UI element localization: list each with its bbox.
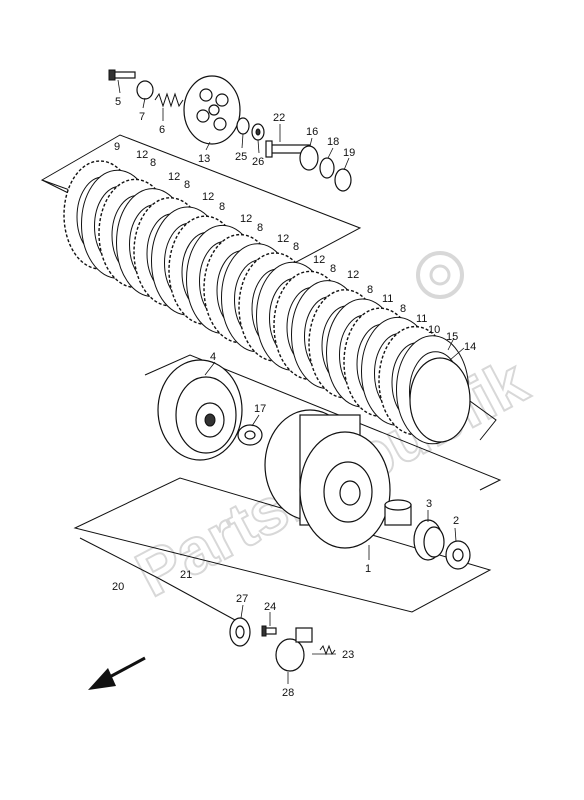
nut-16 — [299, 145, 319, 171]
label-8-g: 8 — [367, 284, 373, 296]
washer-25 — [236, 117, 250, 135]
spacer-3 — [384, 499, 412, 526]
spring-6 — [154, 92, 184, 108]
washer-18 — [319, 157, 335, 179]
pressure-plate-13 — [183, 75, 241, 145]
basket-group-outline — [73, 477, 492, 613]
label-9: 9 — [114, 141, 120, 153]
label-3: 3 — [426, 498, 432, 510]
plate-stack — [63, 160, 469, 445]
oil-seal-27 — [229, 617, 251, 647]
label-4: 4 — [210, 351, 216, 363]
label-2: 2 — [453, 515, 459, 527]
front-arrow-icon — [88, 656, 146, 690]
label-20: 20 — [112, 581, 124, 593]
label-8-h: 8 — [400, 303, 406, 315]
label-16: 16 — [306, 126, 318, 138]
label-12-b: 12 — [168, 171, 180, 183]
clutch-basket-1 — [264, 409, 391, 549]
wire-ring-14 — [409, 357, 471, 443]
pushrod-20 — [79, 537, 159, 579]
label-11-b: 11 — [416, 313, 427, 325]
label-8-b: 8 — [184, 179, 190, 191]
label-10: 10 — [428, 324, 440, 336]
label-6: 6 — [159, 124, 165, 136]
label-24: 24 — [264, 601, 276, 613]
label-8-f: 8 — [330, 263, 336, 275]
label-12-f: 12 — [313, 254, 325, 266]
watermark-gear-icon — [416, 251, 464, 299]
washer-2 — [445, 540, 471, 570]
label-26: 26 — [252, 156, 264, 168]
label-17: 17 — [254, 403, 266, 415]
washer-7 — [136, 80, 154, 100]
label-18: 18 — [327, 136, 339, 148]
label-15: 15 — [446, 331, 458, 343]
pushrod-21 — [157, 577, 236, 621]
washer-17 — [237, 424, 263, 446]
needle-bearing — [413, 519, 445, 561]
label-12-g: 12 — [347, 269, 359, 281]
label-13: 13 — [198, 153, 210, 165]
label-12-a: 12 — [136, 149, 148, 161]
label-1: 1 — [365, 563, 371, 575]
label-27: 27 — [236, 593, 248, 605]
label-8-d: 8 — [257, 222, 263, 234]
release-cylinder-28 — [275, 627, 313, 672]
label-25: 25 — [235, 151, 247, 163]
label-11-a: 11 — [382, 293, 393, 305]
washer-19 — [334, 168, 352, 192]
label-12-e: 12 — [277, 233, 289, 245]
label-28: 28 — [282, 687, 294, 699]
label-12-c: 12 — [202, 191, 214, 203]
label-12-d: 12 — [240, 213, 252, 225]
label-21: 21 — [180, 569, 192, 581]
label-5: 5 — [115, 96, 121, 108]
label-8-e: 8 — [293, 241, 299, 253]
label-7: 7 — [139, 111, 145, 123]
label-14: 14 — [464, 341, 476, 353]
spring-23 — [319, 644, 336, 656]
clutch-hub-4 — [157, 359, 243, 461]
bolt-5 — [108, 69, 136, 81]
label-19: 19 — [343, 147, 355, 159]
leader-lines — [117, 79, 465, 684]
label-8-a: 8 — [150, 157, 156, 169]
label-8-c: 8 — [219, 201, 225, 213]
label-22: 22 — [273, 112, 285, 124]
label-23: 23 — [342, 649, 354, 661]
bearing-26 — [251, 123, 265, 141]
bolt-24 — [261, 625, 277, 637]
